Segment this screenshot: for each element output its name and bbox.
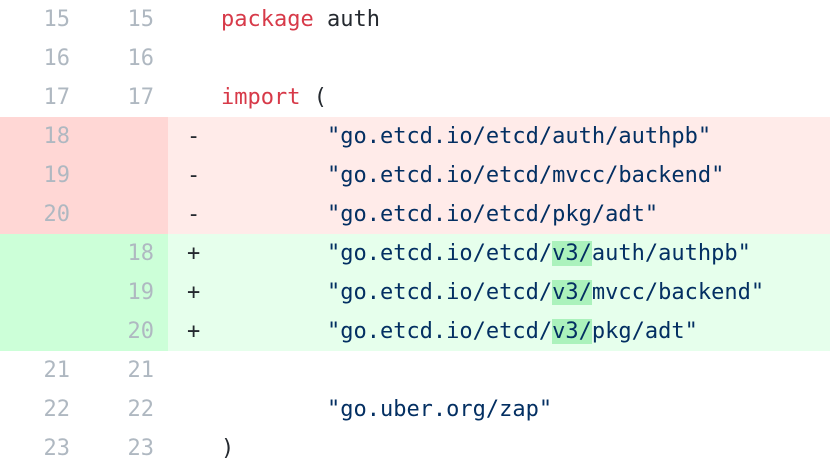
code-token bbox=[221, 397, 327, 422]
old-line-number[interactable]: 22 bbox=[0, 390, 84, 429]
code-token: import bbox=[221, 85, 301, 110]
diff-row-addition: 19+ "go.etcd.io/etcd/v3/mvcc/backend" bbox=[0, 273, 830, 312]
old-line-number[interactable]: 23 bbox=[0, 429, 84, 468]
diff-row-deletion: 20 - "go.etcd.io/etcd/pkg/adt" bbox=[0, 195, 830, 234]
code-token: ( bbox=[300, 85, 327, 110]
code-token: auth bbox=[313, 7, 380, 32]
code-token: "go.etcd.io/etcd/pkg/adt" bbox=[326, 202, 659, 227]
code-token bbox=[221, 163, 327, 188]
new-line-number[interactable]: 20 bbox=[84, 312, 168, 351]
diff-marker: + bbox=[168, 273, 221, 312]
code-line[interactable]: package auth bbox=[221, 0, 830, 39]
code-token: "go.etcd.io/etcd/ bbox=[326, 319, 553, 344]
code-token bbox=[221, 280, 327, 305]
new-line-number[interactable]: 16 bbox=[84, 39, 168, 78]
diff-row-deletion: 18 - "go.etcd.io/etcd/auth/authpb" bbox=[0, 117, 830, 156]
code-line[interactable] bbox=[221, 351, 830, 390]
old-line-number[interactable]: 19 bbox=[0, 156, 84, 195]
new-line-number[interactable]: 23 bbox=[84, 429, 168, 468]
code-token: "go.etcd.io/etcd/mvcc/backend" bbox=[326, 163, 725, 188]
new-line-number[interactable]: 21 bbox=[84, 351, 168, 390]
code-line[interactable]: import ( bbox=[221, 78, 830, 117]
code-line[interactable]: "go.etcd.io/etcd/v3/mvcc/backend" bbox=[221, 273, 830, 312]
diff-marker: - bbox=[168, 156, 221, 195]
old-line-number[interactable]: 15 bbox=[0, 0, 84, 39]
code-token: pkg/adt" bbox=[591, 319, 698, 344]
diff-row-addition: 20+ "go.etcd.io/etcd/v3/pkg/adt" bbox=[0, 312, 830, 351]
code-token: "go.uber.org/zap" bbox=[326, 397, 553, 422]
new-line-number[interactable]: 18 bbox=[84, 234, 168, 273]
new-line-number[interactable] bbox=[84, 117, 168, 156]
old-line-number[interactable]: 21 bbox=[0, 351, 84, 390]
word-diff-highlight: v3/ bbox=[552, 319, 592, 344]
code-token bbox=[221, 319, 327, 344]
code-line[interactable]: "go.etcd.io/etcd/v3/auth/authpb" bbox=[221, 234, 830, 273]
code-token: "go.etcd.io/etcd/ bbox=[326, 241, 553, 266]
old-line-number[interactable]: 18 bbox=[0, 117, 84, 156]
code-line[interactable]: "go.etcd.io/etcd/v3/pkg/adt" bbox=[221, 312, 830, 351]
new-line-number[interactable]: 19 bbox=[84, 273, 168, 312]
code-line[interactable]: "go.etcd.io/etcd/pkg/adt" bbox=[221, 195, 830, 234]
old-line-number[interactable]: 17 bbox=[0, 78, 84, 117]
code-token bbox=[221, 124, 327, 149]
new-line-number[interactable] bbox=[84, 195, 168, 234]
code-token bbox=[221, 202, 327, 227]
diff-marker bbox=[168, 78, 221, 117]
diff-marker: - bbox=[168, 117, 221, 156]
code-token: "go.etcd.io/etcd/auth/authpb" bbox=[326, 124, 712, 149]
diff-marker: + bbox=[168, 234, 221, 273]
code-line[interactable]: "go.etcd.io/etcd/auth/authpb" bbox=[221, 117, 830, 156]
diff-marker bbox=[168, 0, 221, 39]
diff-marker: - bbox=[168, 195, 221, 234]
code-token bbox=[221, 241, 327, 266]
word-diff-highlight: v3/ bbox=[552, 241, 592, 266]
new-line-number[interactable]: 17 bbox=[84, 78, 168, 117]
new-line-number[interactable]: 15 bbox=[84, 0, 168, 39]
diff-marker bbox=[168, 390, 221, 429]
word-diff-highlight: v3/ bbox=[552, 280, 592, 305]
diff-marker bbox=[168, 429, 221, 468]
code-token: package bbox=[221, 7, 314, 32]
code-line[interactable]: "go.etcd.io/etcd/mvcc/backend" bbox=[221, 156, 830, 195]
code-token: auth/authpb" bbox=[591, 241, 751, 266]
diff-row-deletion: 19 - "go.etcd.io/etcd/mvcc/backend" bbox=[0, 156, 830, 195]
old-line-number[interactable] bbox=[0, 273, 84, 312]
diff-row-addition: 18+ "go.etcd.io/etcd/v3/auth/authpb" bbox=[0, 234, 830, 273]
diff-marker bbox=[168, 351, 221, 390]
diff-marker bbox=[168, 39, 221, 78]
old-line-number[interactable] bbox=[0, 234, 84, 273]
old-line-number[interactable]: 20 bbox=[0, 195, 84, 234]
new-line-number[interactable]: 22 bbox=[84, 390, 168, 429]
diff-marker: + bbox=[168, 312, 221, 351]
code-line[interactable] bbox=[221, 39, 830, 78]
new-line-number[interactable] bbox=[84, 156, 168, 195]
code-line[interactable]: ) bbox=[221, 429, 830, 468]
code-token: ) bbox=[221, 436, 235, 461]
old-line-number[interactable]: 16 bbox=[0, 39, 84, 78]
code-token: mvcc/backend" bbox=[591, 280, 765, 305]
code-line[interactable]: "go.uber.org/zap" bbox=[221, 390, 830, 429]
old-line-number[interactable] bbox=[0, 312, 84, 351]
code-token: "go.etcd.io/etcd/ bbox=[326, 280, 553, 305]
